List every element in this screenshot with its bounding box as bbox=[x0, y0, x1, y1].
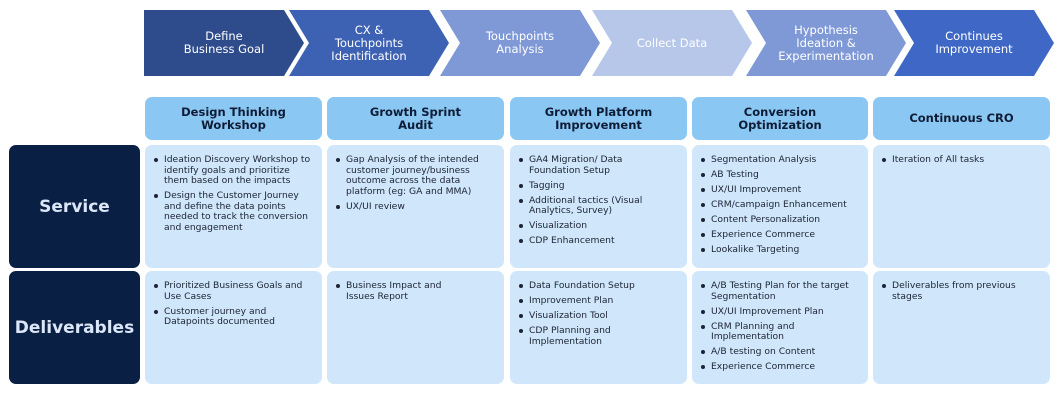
list-item: A/B testing on Content bbox=[698, 346, 862, 358]
process-step: Define Business Goal bbox=[144, 10, 304, 76]
process-step-label: Hypothesis Ideation & Experimentation bbox=[778, 22, 874, 63]
column-header: Growth Sprint Audit bbox=[327, 97, 504, 140]
list-item: Content Personalization bbox=[698, 214, 862, 226]
list-item: Additional tactics (Visual Analytics, Su… bbox=[516, 195, 681, 217]
list-item: Tagging bbox=[516, 180, 681, 192]
process-step: Continues Improvement bbox=[894, 10, 1054, 76]
list-item: Segmentation Analysis bbox=[698, 154, 862, 166]
column-header: Conversion Optimization bbox=[692, 97, 868, 140]
list-item: GA4 Migration/ Data Foundation Setup bbox=[516, 154, 681, 176]
process-step: Hypothesis Ideation & Experimentation bbox=[746, 10, 906, 76]
grid-cell: Deliverables from previous stages bbox=[873, 271, 1050, 384]
list-item: AB Testing bbox=[698, 169, 862, 181]
process-step: Collect Data bbox=[592, 10, 752, 76]
process-step: Touchpoints Analysis bbox=[440, 10, 600, 76]
list-item: UX/UI review bbox=[333, 201, 498, 213]
list-item: Data Foundation Setup bbox=[516, 280, 681, 292]
list-item: A/B Testing Plan for the target Segmenta… bbox=[698, 280, 862, 302]
list-item: Design the Customer Journey and define t… bbox=[151, 190, 316, 233]
list-item: Deliverables from previous stages bbox=[879, 280, 1044, 302]
list-item: CRM Planning and Implementation bbox=[698, 321, 862, 343]
grid-cell: Iteration of All tasks bbox=[873, 145, 1050, 268]
bullet-list: Gap Analysis of the intended customer jo… bbox=[333, 154, 498, 213]
list-item: Business Impact and Issues Report bbox=[333, 280, 498, 302]
column-header: Growth Platform Improvement bbox=[510, 97, 687, 140]
bullet-list: Business Impact and Issues Report bbox=[333, 280, 498, 302]
process-step-label: Continues Improvement bbox=[935, 29, 1013, 56]
list-item: Lookalike Targeting bbox=[698, 244, 862, 256]
column-header: Continuous CRO bbox=[873, 97, 1050, 140]
process-step: CX & Touchpoints Identification bbox=[289, 10, 449, 76]
list-item: Ideation Discovery Workshop to identify … bbox=[151, 154, 316, 187]
process-steps: Define Business Goal CX & Touchpoints Ide… bbox=[0, 0, 1061, 80]
list-item: Experience Commerce bbox=[698, 361, 862, 373]
grid-cell: Prioritized Business Goals and Use Cases… bbox=[145, 271, 322, 384]
process-step-label: Define Business Goal bbox=[183, 29, 265, 56]
process-step-label: CX & Touchpoints Identification bbox=[331, 22, 407, 63]
row-label: Service bbox=[9, 145, 140, 268]
process-step-label: Collect Data bbox=[636, 35, 708, 50]
list-item: Improvement Plan bbox=[516, 295, 681, 307]
process-step-label: Touchpoints Analysis bbox=[485, 29, 555, 56]
grid-cell: Ideation Discovery Workshop to identify … bbox=[145, 145, 322, 268]
column-header: Design Thinking Workshop bbox=[145, 97, 322, 140]
grid-cell: Gap Analysis of the intended customer jo… bbox=[327, 145, 504, 268]
list-item: Iteration of All tasks bbox=[879, 154, 1044, 166]
list-item: CDP Enhancement bbox=[516, 235, 681, 247]
row-label: Deliverables bbox=[9, 271, 140, 384]
bullet-list: Ideation Discovery Workshop to identify … bbox=[151, 154, 316, 233]
list-item: UX/UI Improvement Plan bbox=[698, 306, 862, 318]
list-item: Customer journey and Datapoints document… bbox=[151, 306, 316, 328]
bullet-list: Prioritized Business Goals and Use Cases… bbox=[151, 280, 316, 328]
list-item: UX/UI Improvement bbox=[698, 184, 862, 196]
list-item: Prioritized Business Goals and Use Cases bbox=[151, 280, 316, 302]
list-item: CRM/campaign Enhancement bbox=[698, 199, 862, 211]
list-item: Visualization bbox=[516, 220, 681, 232]
grid-cell: Business Impact and Issues Report bbox=[327, 271, 504, 384]
bullet-list: A/B Testing Plan for the target Segmenta… bbox=[698, 280, 862, 373]
list-item: CDP Planning and Implementation bbox=[516, 325, 681, 347]
list-item: Visualization Tool bbox=[516, 310, 681, 322]
list-item: Gap Analysis of the intended customer jo… bbox=[333, 154, 498, 197]
list-item: Experience Commerce bbox=[698, 229, 862, 241]
bullet-list: Iteration of All tasks bbox=[879, 154, 1044, 166]
bullet-list: Deliverables from previous stages bbox=[879, 280, 1044, 302]
grid-cell: A/B Testing Plan for the target Segmenta… bbox=[692, 271, 868, 384]
